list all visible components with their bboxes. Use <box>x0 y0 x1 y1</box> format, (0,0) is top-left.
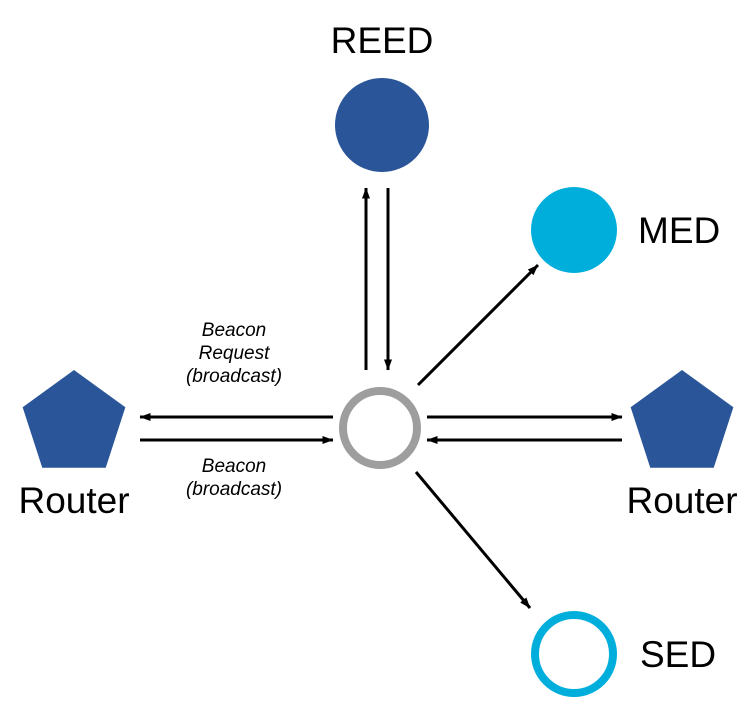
node-label-router-right: Router <box>626 480 737 521</box>
node-center[interactable] <box>339 387 421 469</box>
beacon-label: Beacon(broadcast) <box>186 456 282 500</box>
edges-group <box>139 187 623 609</box>
beacon-label-line-1: (broadcast) <box>186 479 282 500</box>
node-sed[interactable] <box>531 611 617 697</box>
node-reed[interactable] <box>335 78 429 172</box>
beacon-label-line-0: Beacon <box>202 456 266 477</box>
beacon-request-label-line-2: (broadcast) <box>186 366 282 387</box>
node-med[interactable] <box>531 187 617 273</box>
node-label-reed: REED <box>331 20 434 61</box>
node-router-right[interactable] <box>630 370 734 468</box>
beacon-request-label-line-0: Beacon <box>202 320 266 341</box>
edge-center-to-sed <box>414 471 532 609</box>
beacon-request-label-line-1: Request <box>199 343 270 364</box>
node-router-left[interactable] <box>22 370 126 468</box>
node-label-sed: SED <box>640 634 716 675</box>
edge-center-to-med <box>416 263 540 387</box>
node-label-med: MED <box>638 210 720 251</box>
node-label-router-left: Router <box>18 480 129 521</box>
